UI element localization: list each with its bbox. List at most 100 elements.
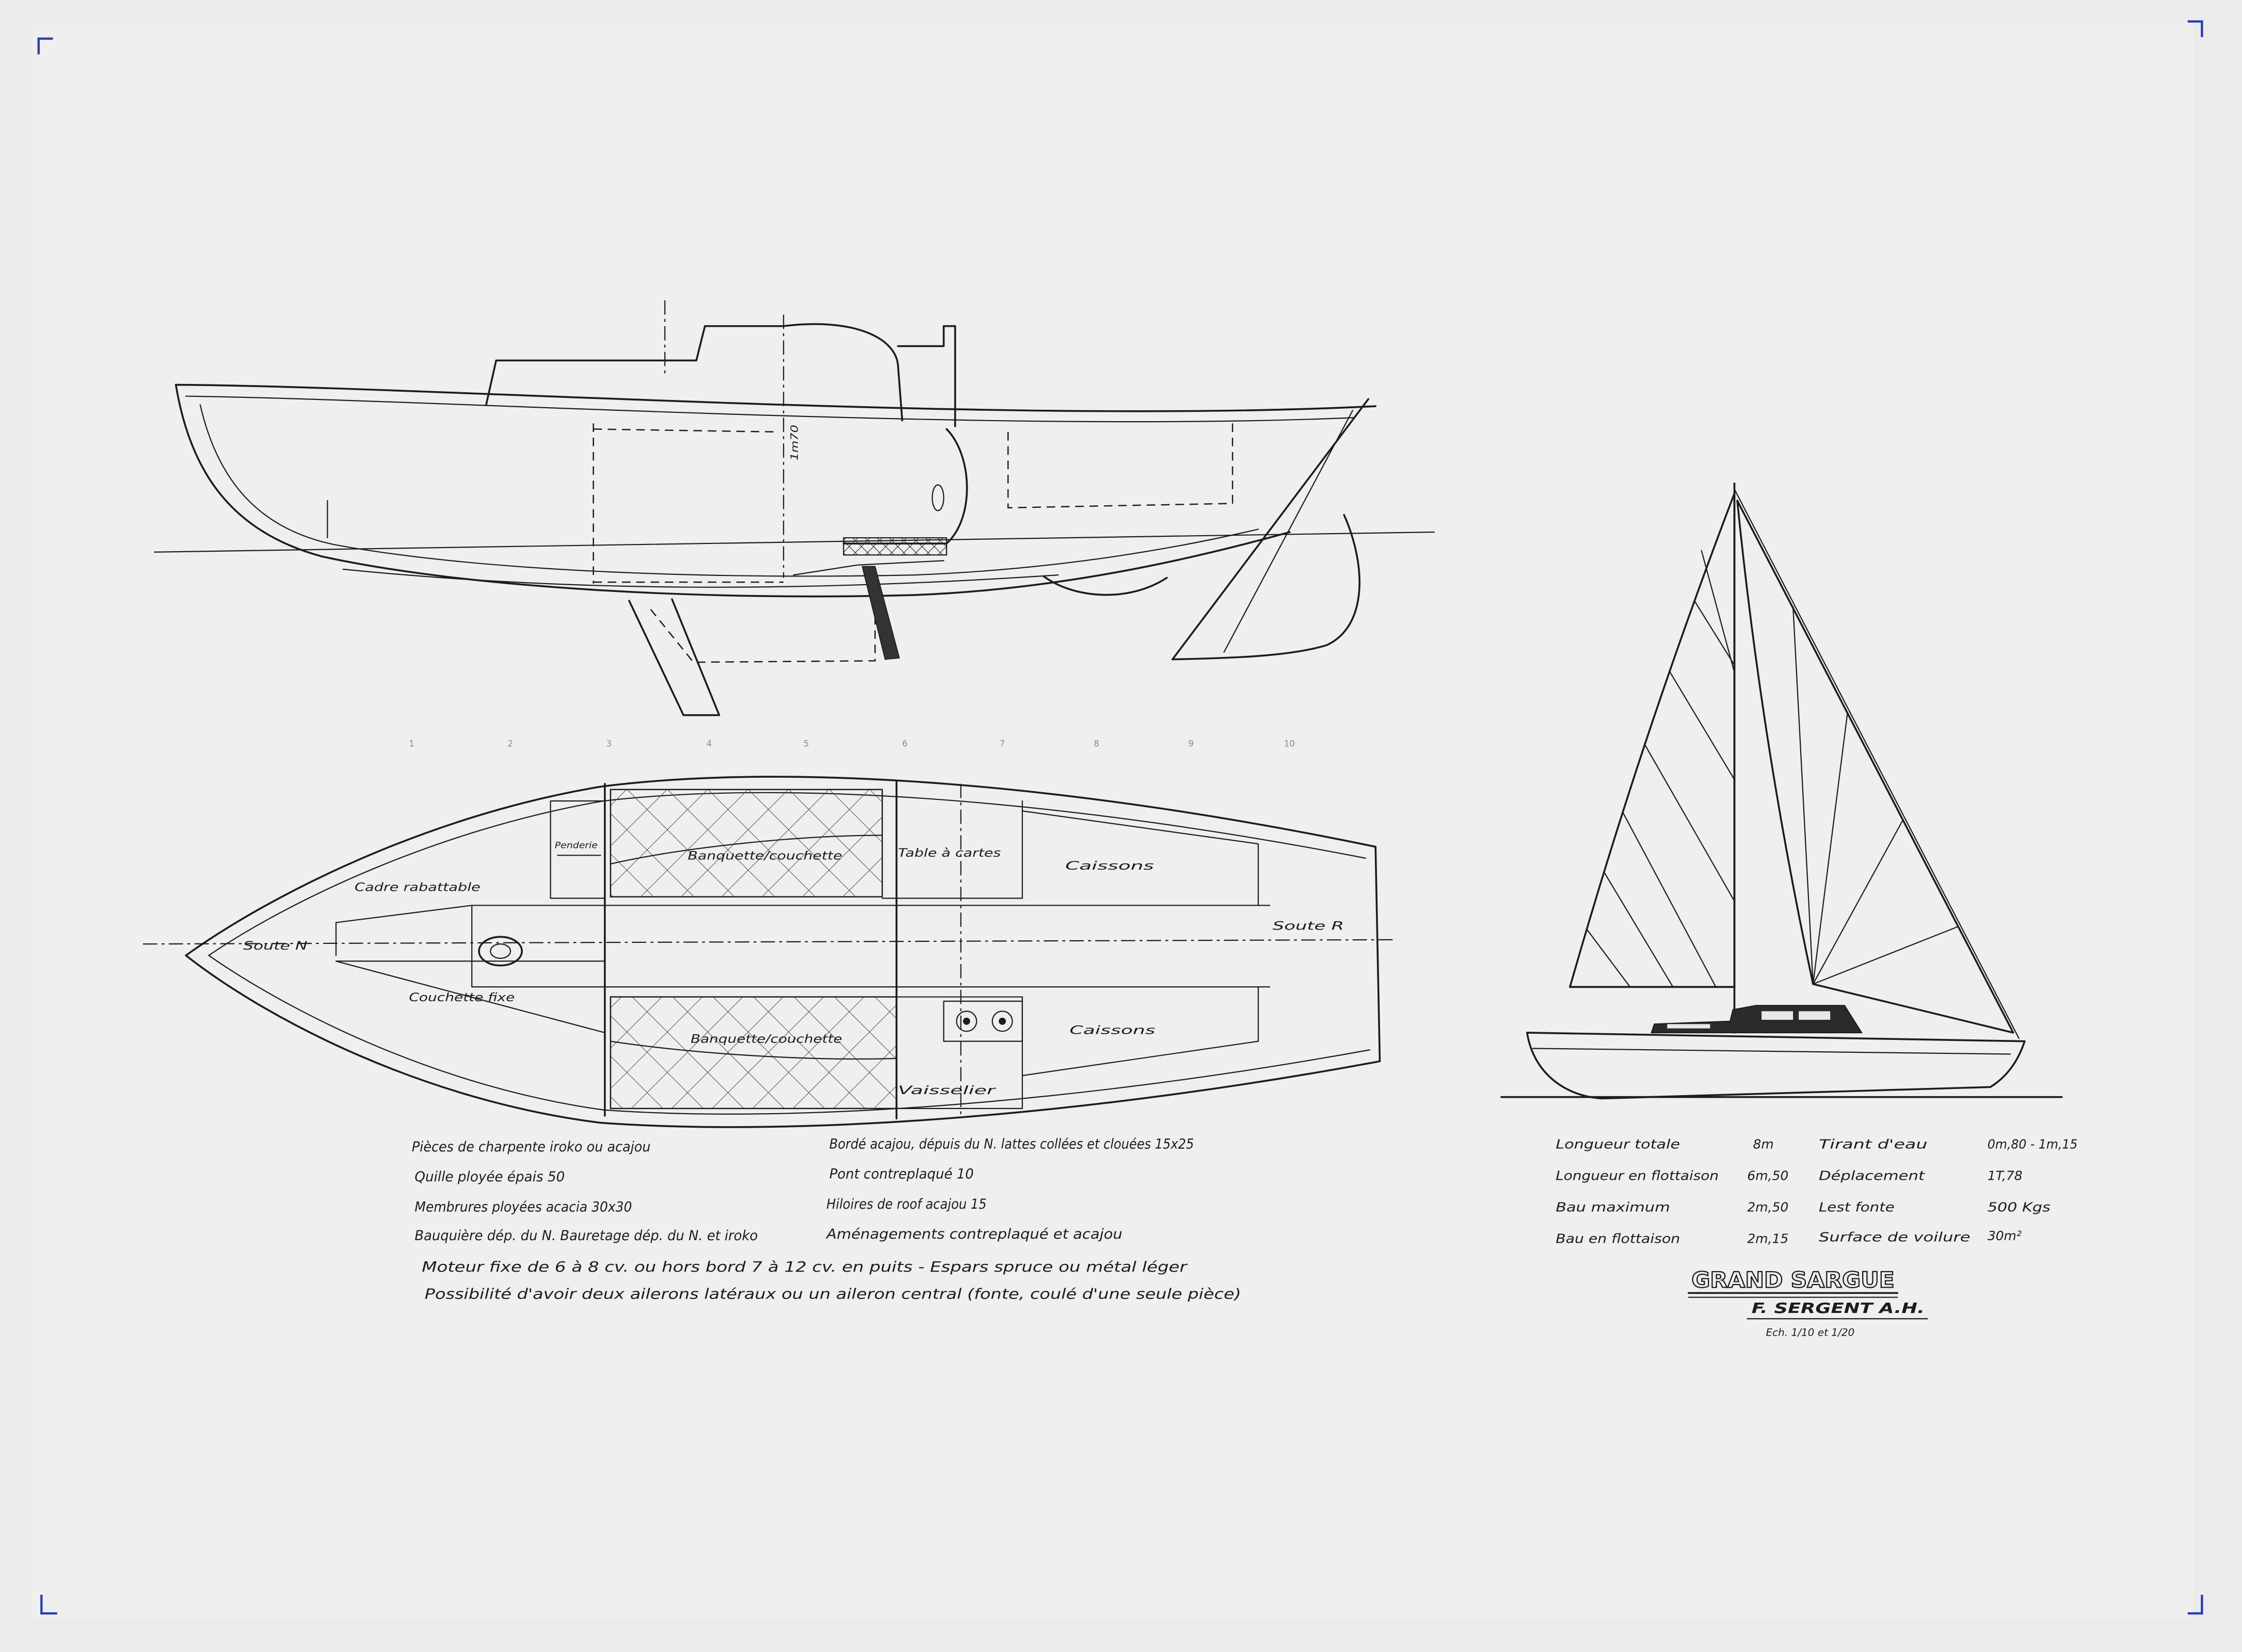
rudder-blade — [1171, 514, 1360, 661]
hull-bottom — [174, 383, 1291, 598]
spec-label: Bau en flottaison — [1556, 1231, 1680, 1246]
label-banquette-bottom: Banquette/couchette — [691, 1032, 842, 1046]
gunwale-line — [185, 395, 1355, 423]
stove-body — [943, 1000, 1023, 1042]
coaming — [897, 325, 956, 427]
boot-top-line — [1532, 1048, 2011, 1055]
stove-burner-center — [999, 1017, 1006, 1025]
station-number: 6 — [902, 739, 908, 749]
spec-value: 6m,50 — [1747, 1168, 1788, 1183]
spec-value: 30m² — [1988, 1228, 2022, 1243]
penderie-locker — [550, 800, 605, 899]
station-number: 1 — [409, 739, 414, 749]
corner-marks — [37, 20, 2203, 1615]
bunk-top-dashed — [593, 428, 779, 433]
note-left: Membrures ployées acacia 30x30 — [414, 1199, 632, 1215]
quarter-berth-dashed — [1007, 423, 1234, 509]
label-banquette-top: Banquette/couchette — [688, 849, 842, 863]
label-soute-r: Soute R — [1273, 919, 1344, 933]
caissons-bottom-box — [1021, 986, 1259, 1077]
spec-value: 2m,50 — [1747, 1199, 1788, 1214]
spec-label: Longueur en flottaison — [1556, 1168, 1719, 1183]
banquette-bottom-hatched — [610, 996, 898, 1110]
jib — [1736, 500, 2014, 1034]
note-left: Quille ployée épais 50 — [414, 1169, 565, 1185]
transom-line-inner — [1223, 410, 1353, 653]
spec-value: 8m — [1753, 1136, 1774, 1151]
mainsail — [1569, 492, 1736, 988]
deck-inner-line-bottom — [208, 955, 1371, 1115]
keel-fin — [628, 598, 720, 716]
sheer-line — [174, 383, 1376, 412]
note-left: Bauquière dép. du N. Bauretage dép. du N… — [414, 1228, 758, 1244]
corner-mark-top-right — [2187, 20, 2203, 38]
cockpit-aft-wall — [842, 428, 968, 544]
corner-mark-bottom-right — [2187, 1595, 2203, 1615]
hull-side-profile — [1526, 1032, 2026, 1100]
plan-view: Penderie Banquette/couchette Table à car… — [143, 776, 1395, 1128]
drawing-scale: Ech. 1/10 et 1/20 — [1766, 1327, 1854, 1339]
couchette-fixe-outline — [335, 960, 605, 1034]
headroom-label: 1m70 — [789, 425, 800, 460]
cabin-window — [1761, 1011, 1793, 1020]
spec-value: 2m,15 — [1747, 1231, 1788, 1246]
stove-icon — [943, 1000, 1023, 1042]
spec-label: Surface de voilure — [1819, 1230, 1971, 1245]
note-right: Hiloires de roof acajou 15 — [826, 1197, 986, 1212]
station-number: 10 — [1284, 739, 1295, 749]
station-numbers: 1 2 3 4 5 6 7 8 9 10 — [409, 739, 1295, 749]
note-right: Aménagements contreplaqué et acajou — [825, 1227, 1123, 1242]
caissons-top-box — [1021, 810, 1259, 906]
construction-notes: Pièces de charpente iroko ou acajou Quil… — [412, 1136, 1241, 1302]
keel-dashed-outline — [650, 608, 876, 663]
skeg — [1043, 575, 1168, 596]
drawing-sheet-area — [31, 23, 2193, 1619]
cabin-window — [1667, 1024, 1710, 1029]
cadre-rabattable-line — [335, 905, 473, 956]
hull-outline-plan — [185, 776, 1381, 1128]
note-right: Pont contreplaqué 10 — [829, 1167, 974, 1182]
station-number: 5 — [804, 739, 809, 749]
spec-value: 1T,78 — [1988, 1168, 2023, 1183]
spec-label: Tirant d'eau — [1819, 1136, 1928, 1151]
note-full: Possibilité d'avoir deux ailerons latéra… — [425, 1285, 1241, 1302]
station-number: 7 — [1000, 739, 1005, 749]
mainsail-seams — [1587, 600, 1735, 988]
toilet-bowl-inner — [490, 943, 511, 959]
label-couchette-fixe: Couchette fixe — [409, 991, 515, 1004]
centerline — [143, 939, 1395, 945]
label-vaisselier: Vaisselier — [898, 1084, 997, 1097]
corner-mark-top-left — [37, 37, 53, 55]
hull-inner-line — [199, 404, 1259, 577]
station-number: 8 — [1094, 739, 1099, 749]
specifications-table: Longueur totale 8m Longueur en flottaiso… — [1556, 1136, 2077, 1246]
profile-view: 1m70 1 2 3 4 5 6 7 8 9 10 — [154, 300, 1435, 749]
toilet-icon — [478, 936, 523, 967]
note-full: Moteur fixe de 6 à 8 cv. ou hors bord 7 … — [422, 1258, 1188, 1275]
station-number: 4 — [707, 739, 712, 749]
spec-value: 500 Kgs — [1988, 1199, 2051, 1214]
spec-label: Longueur totale — [1556, 1136, 1680, 1151]
title-block: GRAND SARGUE F. SERGENT A.H. Ech. 1/10 e… — [1688, 1266, 1928, 1339]
station-number: 2 — [507, 739, 513, 749]
settee-back-top — [610, 835, 883, 865]
cabin-window — [1799, 1011, 1831, 1020]
fuel-tank-hatched — [843, 537, 948, 556]
stove-burner — [991, 1011, 1013, 1032]
label-cadre-rabattable: Cadre rabattable — [355, 881, 481, 894]
label-table-a-cartes: Table à cartes — [898, 846, 1001, 860]
vaisselier-box — [895, 996, 1023, 1109]
label-soute-n: Soute N — [243, 939, 308, 953]
station-number: 9 — [1188, 739, 1194, 749]
boat-name: GRAND SARGUE — [1691, 1267, 1894, 1292]
spec-label: Déplacement — [1819, 1168, 1926, 1183]
station-number: 3 — [606, 739, 612, 749]
forestay — [1734, 488, 2020, 1039]
jib-seams — [1701, 550, 1958, 985]
propeller-strut — [861, 566, 900, 660]
sail-plan — [1500, 482, 2063, 1100]
label-caissons-top: Caissons — [1065, 859, 1155, 873]
engine-bed — [793, 560, 944, 576]
stove-burner-center — [963, 1017, 970, 1025]
